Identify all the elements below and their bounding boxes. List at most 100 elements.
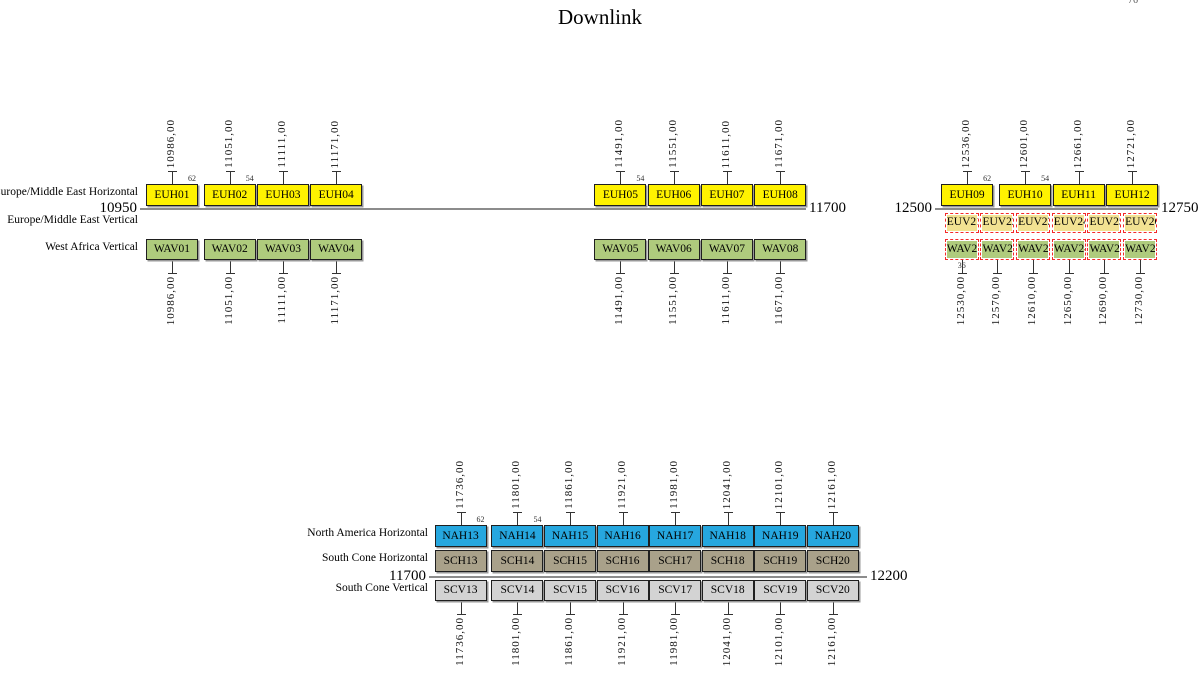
channel-box-scv18: SCV18 <box>701 580 754 601</box>
freq-tick-cap-wav21 <box>957 273 967 274</box>
freq-tick-euh08 <box>780 171 782 184</box>
freq-tick-euh05 <box>620 171 622 184</box>
freq-tick-wav07 <box>726 260 728 273</box>
channel-box-scv15: SCV15 <box>544 580 597 601</box>
freq-label-wav01: 10986,00 <box>164 276 177 326</box>
freq-tick-cap-wav01 <box>167 273 177 274</box>
bandwidth-annotation-wav21: 36 <box>957 261 966 270</box>
freq-tick-nah18 <box>727 512 729 525</box>
channel-box-nah17: NAH17 <box>649 525 702 547</box>
freq-label-wav07: 11611,00 <box>719 276 732 325</box>
freq-label-wav06: 11551,00 <box>666 276 679 325</box>
channel-box-sch17: SCH17 <box>649 550 702 572</box>
freq-label-wav26: 12730,00 <box>1133 276 1146 326</box>
axis-end-label-top-left-axis: 11700 <box>809 200 846 216</box>
freq-tick-cap-nah14 <box>513 512 523 513</box>
freq-tick-scv18 <box>727 601 729 614</box>
freq-tick-cap-euh04 <box>332 171 342 172</box>
channel-box-euv24: EUV24 <box>1051 213 1086 233</box>
channel-box-wav03: WAV03 <box>256 239 309 260</box>
row-label-south-cone-vertical: South Cone Vertical <box>335 581 428 594</box>
freq-label-scv18: 12041,00 <box>720 617 733 667</box>
freq-tick-nah16 <box>622 512 624 525</box>
freq-tick-wav08 <box>780 260 782 273</box>
page-title: Downlink <box>558 5 642 29</box>
freq-label-wav05: 11491,00 <box>613 276 626 325</box>
channel-box-nah14: NAH14 <box>491 525 544 547</box>
freq-label-euh10: 12601,00 <box>1018 118 1031 168</box>
channel-box-euh07: EUH07 <box>700 184 753 206</box>
freq-tick-euh09 <box>967 171 969 184</box>
channel-box-euh10: EUH10 <box>999 184 1052 206</box>
axis-start-label-top-right-axis: 12500 <box>894 200 933 216</box>
bandwidth-annotation-euh10: 54 <box>1041 174 1050 183</box>
freq-tick-scv19 <box>780 601 782 614</box>
channel-box-wav05: WAV05 <box>594 239 647 260</box>
corner-mark: 76 <box>1128 0 1138 6</box>
freq-label-wav04: 11171,00 <box>329 276 342 325</box>
bandwidth-annotation-euh09: 62 <box>983 174 992 183</box>
freq-tick-cap-nah20 <box>828 512 838 513</box>
channel-box-wav02: WAV02 <box>203 239 256 260</box>
freq-tick-euh02 <box>229 171 231 184</box>
freq-label-scv17: 11981,00 <box>668 617 681 666</box>
freq-tick-wav02 <box>229 260 231 273</box>
channel-box-sch20: SCH20 <box>806 550 859 572</box>
channel-box-wav25: WAV25 <box>1087 239 1122 260</box>
freq-tick-cap-scv15 <box>566 614 576 615</box>
freq-label-scv19: 12101,00 <box>773 617 786 667</box>
freq-tick-nah13 <box>460 512 462 525</box>
freq-label-euh11: 12661,00 <box>1071 118 1084 168</box>
freq-tick-nah15 <box>570 512 572 525</box>
freq-tick-cap-euh12 <box>1128 171 1138 172</box>
axis-line-bottom-axis <box>429 576 867 578</box>
freq-tick-scv14 <box>517 601 519 614</box>
channel-box-euv23: EUV23 <box>1016 213 1051 233</box>
freq-tick-scv16 <box>622 601 624 614</box>
freq-tick-cap-nah15 <box>566 512 576 513</box>
freq-tick-cap-euh03 <box>278 171 288 172</box>
channel-box-nah13: NAH13 <box>434 525 487 547</box>
axis-end-label-bottom-axis: 12200 <box>870 568 908 584</box>
channel-box-euv22: EUV22 <box>980 213 1015 233</box>
channel-box-scv20: SCV20 <box>806 580 859 601</box>
channel-box-sch18: SCH18 <box>701 550 754 572</box>
freq-tick-cap-euh09 <box>963 171 973 172</box>
freq-label-euh08: 11671,00 <box>773 119 786 168</box>
channel-box-wav06: WAV06 <box>647 239 700 260</box>
freq-tick-cap-wav24 <box>1064 273 1074 274</box>
freq-label-nah15: 11861,00 <box>563 460 576 509</box>
freq-tick-cap-wav23 <box>1029 273 1039 274</box>
row-label-north-america-horizontal: North America Horizontal <box>307 527 428 539</box>
channel-box-wav04: WAV04 <box>310 239 363 260</box>
freq-tick-cap-euh10 <box>1021 171 1031 172</box>
freq-label-scv13: 11736,00 <box>453 617 466 666</box>
freq-tick-wav23 <box>1033 260 1035 273</box>
freq-tick-cap-scv18 <box>723 614 733 615</box>
freq-tick-wav21 <box>961 260 963 273</box>
freq-tick-cap-nah17 <box>671 512 681 513</box>
freq-tick-wav26 <box>1140 260 1142 273</box>
channel-box-euh01: EUH01 <box>145 184 198 206</box>
freq-label-nah16: 11921,00 <box>615 460 628 509</box>
row-label-europe-middle-east-vertical: Europe/Middle East Vertical <box>7 214 138 226</box>
freq-tick-nah19 <box>780 512 782 525</box>
freq-label-scv16: 11921,00 <box>615 617 628 666</box>
channel-box-wav08: WAV08 <box>754 239 807 260</box>
channel-box-euh09: EUH09 <box>941 184 994 206</box>
freq-tick-cap-scv19 <box>776 614 786 615</box>
axis-line-top-right-axis <box>935 208 1158 210</box>
freq-label-euh09: 12536,00 <box>960 118 973 168</box>
freq-tick-cap-wav07 <box>722 273 732 274</box>
freq-tick-nah14 <box>517 512 519 525</box>
freq-tick-cap-wav25 <box>1100 273 1110 274</box>
freq-label-nah19: 12101,00 <box>773 459 786 509</box>
channel-box-sch14: SCH14 <box>491 550 544 572</box>
channel-box-wav01: WAV01 <box>145 239 198 260</box>
channel-box-sch15: SCH15 <box>544 550 597 572</box>
channel-box-euv26: EUV26 <box>1123 213 1158 233</box>
freq-tick-cap-nah19 <box>776 512 786 513</box>
freq-tick-cap-wav08 <box>776 273 786 274</box>
channel-box-nah20: NAH20 <box>806 525 859 547</box>
